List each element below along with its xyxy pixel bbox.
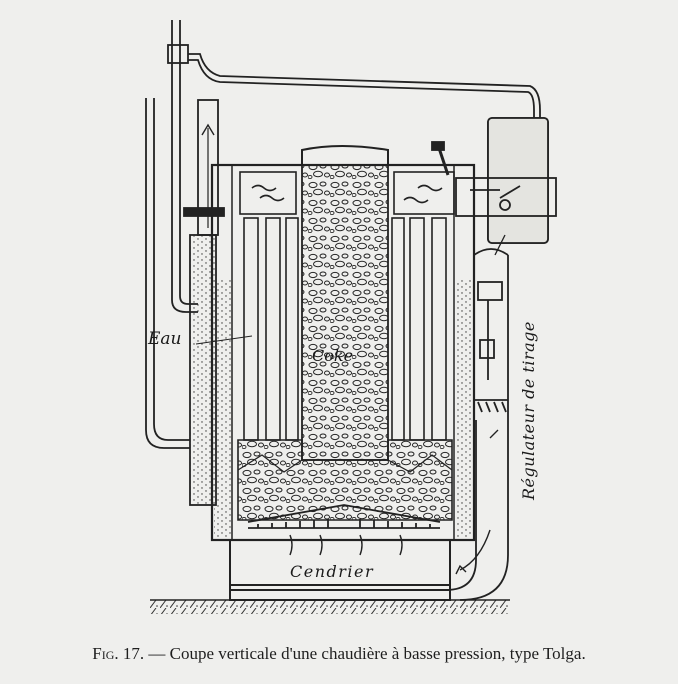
- ashpit-air-arrows: [289, 534, 403, 556]
- left-water-column: [183, 99, 225, 506]
- caption-text: Coupe verticale d'une chaudière à basse …: [169, 644, 586, 663]
- water-label: Eau: [147, 329, 182, 349]
- smoke-chambers: [239, 171, 455, 215]
- draft-regulator-valve: [445, 234, 509, 601]
- expansion-pipes: [145, 20, 541, 449]
- draft-regulator-housing: [431, 117, 557, 244]
- ashpit-label: Cendrier: [290, 562, 374, 581]
- draft-regulator-label: Régulateur de tirage: [519, 321, 538, 501]
- firebed: [237, 439, 453, 521]
- water-label-leader: [195, 335, 253, 345]
- figure-caption: Fig. 17. — Coupe verticale d'une chaudiè…: [0, 644, 678, 664]
- boiler-cross-section-diagram: Eau Coke Cendrier Régulateur de tirage: [145, 20, 557, 614]
- grate: [247, 504, 441, 529]
- fuel-magazine: [301, 145, 389, 461]
- caption-separator: —: [144, 644, 170, 663]
- ground: [150, 599, 510, 614]
- water-jacket: [214, 280, 472, 538]
- coke-label: Coke: [312, 346, 353, 365]
- figure-number: Fig. 17.: [92, 644, 145, 663]
